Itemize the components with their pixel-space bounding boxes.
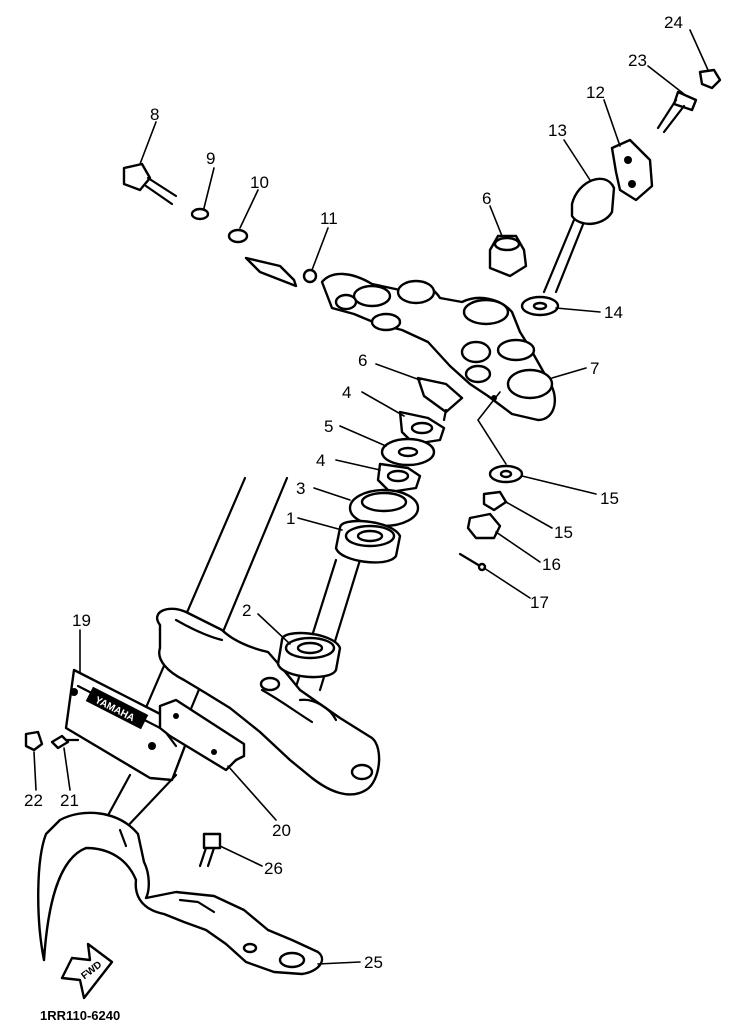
callout-22: 20 [272,821,291,840]
callout-4-lower: 4 [316,451,325,470]
callout-15-lower: 15 [600,489,619,508]
callout-26: 26 [264,859,283,878]
callout-16: 15 [554,523,573,542]
callout-13: 12 [586,83,605,102]
callout-9: 8 [150,105,159,124]
emblem-plate: YAMAHA [64,668,190,782]
callout-19: 23 [628,51,647,70]
callout-2: 2 [242,601,251,620]
callout-1: 1 [286,509,295,528]
callout-15-upper: 14 [604,303,623,322]
callout-4-upper: 4 [342,383,351,402]
fwd-arrow-icon: FWD [60,942,114,1000]
emblem-bracket [158,698,246,772]
callout-numbers: 8 9 10 11 6 13 12 23 24 14 7 6 4 5 4 3 1… [24,13,683,972]
callout-20: 24 [664,13,683,32]
callout-10: 9 [206,149,215,168]
callout-11: 10 [250,173,269,192]
small-parts-right [458,68,722,572]
small-parts-left [24,162,318,868]
callout-12: 11 [320,209,338,228]
callout-3: 3 [296,479,305,498]
under-bracket [156,607,381,796]
stem-parts [276,376,464,679]
callout-25: 25 [364,953,383,972]
callout-21: 19 [72,611,91,630]
leader-lines [33,29,709,965]
callout-5: 5 [324,417,333,436]
upper-bracket [320,272,557,422]
callout-17: 16 [542,555,561,574]
callout-23: 21 [60,791,79,810]
drawing-code: 1RR110-6240 [40,1008,120,1023]
lower-bracket [37,811,324,976]
callout-18: 17 [530,593,549,612]
callout-14: 13 [548,121,567,140]
callout-6: 6 [358,351,367,370]
fork-tubes [98,476,362,832]
callout-24: 22 [24,791,43,810]
callout-8: 7 [590,359,599,378]
callout-7: 6 [482,189,491,208]
